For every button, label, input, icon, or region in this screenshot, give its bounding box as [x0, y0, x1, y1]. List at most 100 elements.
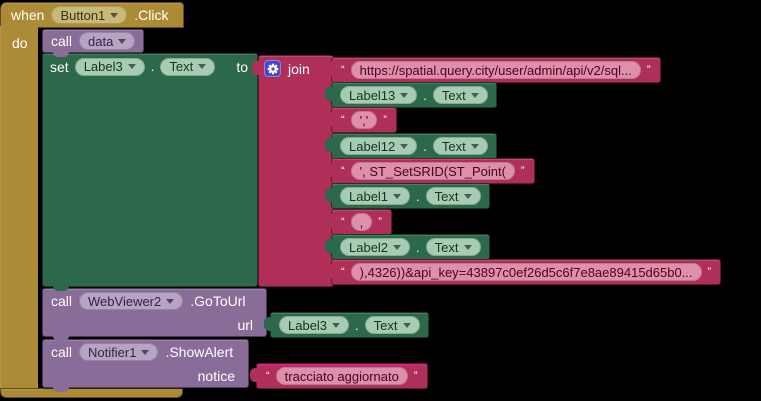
dropdown-arrow-icon [393, 193, 402, 199]
connector-bump [53, 336, 69, 341]
set-label: set [50, 58, 69, 75]
dropdown-arrow-icon [332, 322, 341, 328]
notice-param-row: notice [43, 364, 248, 388]
text-string-block[interactable]: “ ',' ” [325, 107, 397, 133]
string-value[interactable]: tracciato aggiornato [275, 367, 408, 385]
dropdown-arrow-icon [470, 143, 479, 149]
text-string-block[interactable]: “ ),4326))&api_key=43897c0ef26d5c6f7e8ae… [324, 259, 722, 285]
dot-separator: . [150, 59, 155, 74]
gear-icon [267, 63, 278, 74]
property-name: Text [441, 138, 466, 154]
property-dropdown[interactable]: Text [425, 238, 481, 256]
do-label: do [12, 35, 28, 51]
open-quote: “ [341, 114, 345, 126]
notifier-component-dropdown[interactable]: Notifier1 [79, 343, 159, 361]
when-label: when [11, 7, 45, 23]
procedure-name: data [88, 33, 114, 49]
dropdown-arrow-icon [198, 64, 207, 69]
component-dropdown[interactable]: Label2 [340, 238, 411, 256]
connector-bump [53, 387, 69, 392]
to-label: to [236, 58, 248, 75]
open-quote: “ [341, 165, 345, 177]
set-component-dropdown[interactable]: Label3 [74, 57, 145, 76]
dropdown-arrow-icon [463, 193, 472, 199]
component-property-block[interactable]: Label12 . Text [325, 133, 497, 159]
component-name: Label1 [349, 188, 389, 204]
property-dropdown[interactable]: Text [432, 137, 488, 155]
property-name: Text [441, 87, 466, 103]
dropdown-arrow-icon [402, 322, 411, 328]
webviewer-component-dropdown[interactable]: WebViewer2 [79, 292, 184, 310]
open-quote: “ [341, 64, 345, 76]
dot-separator: . [423, 138, 427, 154]
component-name: Label2 [349, 239, 389, 255]
dropdown-arrow-icon [110, 12, 119, 18]
text-string-block[interactable]: “ https://spatial.query.city/user/admin/… [325, 57, 661, 83]
component-property-block[interactable]: Label2 . Text [325, 234, 490, 260]
string-value[interactable]: ),4326))&api_key=43897c0ef26d5c6f7e8ae89… [350, 263, 702, 281]
dot-separator: . [355, 317, 359, 333]
event-component-dropdown[interactable]: Button1 [51, 6, 128, 24]
close-quote: ” [413, 370, 418, 382]
string-value[interactable]: , [350, 213, 373, 231]
component-dropdown[interactable]: Label1 [340, 187, 411, 205]
component-name: Label12 [349, 138, 396, 154]
property-dropdown[interactable]: Text [364, 316, 420, 334]
connector-bump [53, 52, 69, 57]
component-property-block[interactable]: Label13 . Text [325, 82, 497, 108]
text-string-block[interactable]: “ tracciato aggiornato ” [250, 363, 428, 389]
when-event-block[interactable]: when Button1 .Click [0, 2, 184, 28]
set-component-name: Label3 [83, 59, 123, 74]
property-dropdown[interactable]: Text [425, 187, 481, 205]
close-quote: ” [383, 114, 387, 126]
set-property-dropdown[interactable]: Text [160, 57, 216, 76]
property-name: Text [373, 317, 398, 333]
dropdown-arrow-icon [470, 92, 479, 98]
close-quote: ” [520, 165, 525, 177]
component-dropdown[interactable]: Label13 [340, 86, 418, 104]
when-block-left-column[interactable]: do [0, 26, 38, 390]
dropdown-arrow-icon [166, 298, 175, 304]
property-name: Text [434, 239, 459, 255]
component-name: Label3 [288, 317, 328, 333]
dropdown-arrow-icon [463, 244, 472, 250]
procedure-dropdown[interactable]: data [79, 32, 136, 50]
string-value[interactable]: ',' [350, 111, 378, 129]
dropdown-arrow-icon [400, 92, 409, 98]
open-quote: “ [266, 370, 270, 382]
webviewer-block-header: call WebViewer2 .GoToUrl [43, 289, 266, 313]
text-string-block[interactable]: “ , ” [325, 209, 392, 235]
dropdown-arrow-icon [118, 38, 127, 44]
method-name-label: .ShowAlert [165, 344, 234, 360]
dropdown-arrow-icon [400, 143, 409, 149]
component-name: WebViewer2 [88, 293, 162, 309]
call-label: call [51, 293, 73, 309]
join-block-header: join [259, 56, 333, 81]
close-quote: ” [707, 266, 712, 278]
connector-bump [53, 286, 69, 291]
event-name-label: .Click [134, 7, 169, 23]
component-property-block[interactable]: Label1 . Text [325, 183, 490, 209]
call-data-procedure-block[interactable]: call data [42, 29, 145, 53]
dot-separator: . [416, 239, 420, 255]
text-string-block[interactable]: “ ', ST_SetSRID(ST_Point( ” [325, 158, 535, 184]
property-dropdown[interactable]: Text [432, 86, 488, 104]
set-label3-text-block[interactable]: set Label3 . Text to [42, 53, 258, 287]
when-block-bottom-bar[interactable] [0, 388, 183, 398]
notifier-block-header: call Notifier1 .ShowAlert [43, 340, 248, 364]
mutator-gear-icon[interactable] [264, 60, 281, 77]
component-property-block[interactable]: Label3 . Text [264, 312, 429, 338]
string-value[interactable]: https://spatial.query.city/user/admin/ap… [350, 61, 641, 79]
call-label: call [51, 33, 73, 49]
join-label: join [288, 60, 310, 77]
component-dropdown[interactable]: Label12 [340, 137, 418, 155]
event-component-name: Button1 [60, 7, 106, 23]
dropdown-arrow-icon [141, 349, 150, 355]
string-value[interactable]: ', ST_SetSRID(ST_Point( [350, 162, 515, 180]
call-notifier-showalert-block[interactable]: call Notifier1 .ShowAlert notice [42, 339, 249, 388]
component-name: Label13 [349, 87, 396, 103]
join-block[interactable]: join [252, 55, 334, 287]
component-dropdown[interactable]: Label3 [279, 316, 350, 334]
call-webviewer-gotourl-block[interactable]: call WebViewer2 .GoToUrl url [42, 288, 267, 337]
